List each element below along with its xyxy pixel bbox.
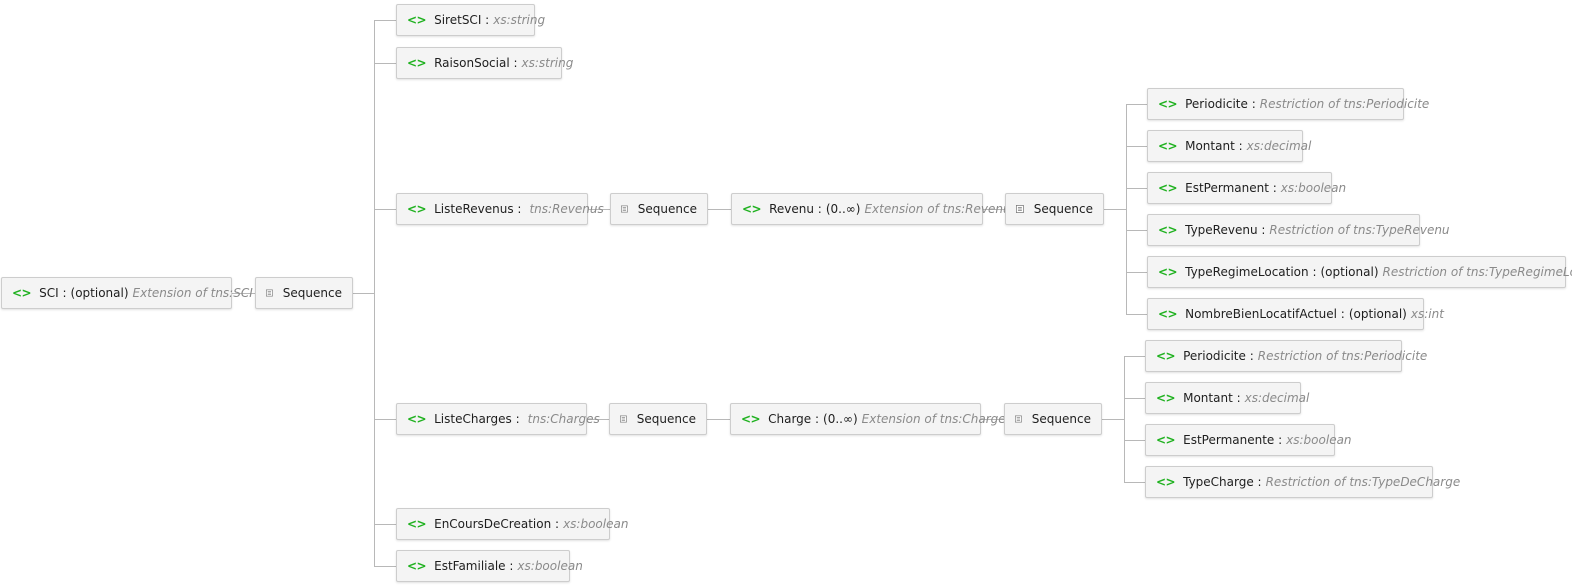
- sequence-label: Sequence: [636, 412, 696, 426]
- element-name: NombreBienLocatifActuel :: [1185, 307, 1345, 321]
- element-type: Extension of tns:SCI: [132, 286, 253, 300]
- sequence-icon: [266, 289, 273, 297]
- element-tag-icon: <>: [1158, 223, 1178, 237]
- element-nombrebienlocatifactuel[interactable]: <> NombreBienLocatifActuel : (optional) …: [1147, 298, 1444, 330]
- element-type: Restriction of tns:Periodicite: [1257, 349, 1428, 363]
- sequence-charge[interactable]: Sequence: [1004, 403, 1102, 435]
- element-periodicite[interactable]: <> Periodicite : Restriction of tns:Peri…: [1147, 88, 1429, 120]
- element-type: Restriction of tns:TypeRevenu: [1269, 223, 1450, 237]
- element-raisonsocial[interactable]: <> RaisonSocial : xs:string: [396, 47, 573, 79]
- sequence-revenus[interactable]: Sequence: [610, 193, 708, 225]
- element-montant[interactable]: <> Montant : xs:decimal: [1147, 130, 1311, 162]
- element-type: xs:boolean: [563, 517, 629, 531]
- element-tag-icon: <>: [1158, 265, 1178, 279]
- element-type: Restriction of tns:TypeDeCharge: [1265, 475, 1461, 489]
- element-type: Extension of tns:Charge: [861, 412, 1006, 426]
- sequence-icon: [1016, 205, 1024, 213]
- element-tag-icon: <>: [407, 202, 427, 216]
- element-name: EstPermanente :: [1183, 433, 1283, 447]
- element-listecharges[interactable]: <> ListeCharges : tns:Charges: [396, 403, 600, 435]
- element-encoursdecreation[interactable]: <> EnCoursDeCreation : xs:boolean: [396, 508, 628, 540]
- element-name: ListeCharges :: [434, 412, 520, 426]
- element-typeregimelocation[interactable]: <> TypeRegimeLocation : (optional) Restr…: [1147, 256, 1572, 288]
- sequence-icon: [621, 205, 628, 213]
- element-type: Extension of tns:Revenu: [864, 202, 1011, 216]
- element-cardinality: (0..∞): [823, 412, 858, 426]
- element-name: ListeRevenus :: [434, 202, 522, 216]
- element-tag-icon: <>: [1156, 391, 1176, 405]
- element-tag-icon: <>: [1156, 433, 1176, 447]
- element-type: xs:boolean: [1280, 181, 1347, 195]
- element-type: xs:string: [493, 13, 546, 27]
- element-tag-icon: <>: [741, 412, 761, 426]
- element-tag-icon: <>: [12, 286, 32, 300]
- sequence-icon: [1015, 415, 1022, 423]
- element-charge[interactable]: <> Charge : (0..∞) Extension of tns:Char…: [730, 403, 1006, 435]
- element-tag-icon: <>: [1158, 97, 1178, 111]
- element-name: EstFamiliale :: [434, 559, 514, 573]
- element-tag-icon: <>: [407, 559, 427, 573]
- element-montant-charge[interactable]: <> Montant : xs:decimal: [1145, 382, 1309, 414]
- element-name: TypeCharge :: [1183, 475, 1262, 489]
- sequence-label: Sequence: [637, 202, 697, 216]
- element-tag-icon: <>: [1158, 181, 1178, 195]
- element-name: RaisonSocial :: [434, 56, 518, 70]
- element-tag-icon: <>: [407, 13, 427, 27]
- element-type: xs:int: [1410, 307, 1444, 321]
- element-name: Charge :: [768, 412, 820, 426]
- element-tag-icon: <>: [407, 56, 427, 70]
- element-name: TypeRegimeLocation :: [1185, 265, 1317, 279]
- element-name: Montant :: [1183, 391, 1241, 405]
- element-revenu[interactable]: <> Revenu : (0..∞) Extension of tns:Reve…: [731, 193, 1011, 225]
- element-type: xs:boolean: [1286, 433, 1352, 447]
- element-name: Periodicite :: [1183, 349, 1254, 363]
- element-type: tns:Charges: [527, 412, 600, 426]
- element-tag-icon: <>: [1158, 307, 1178, 321]
- sequence-label: Sequence: [1033, 202, 1093, 216]
- element-siretsci[interactable]: <> SiretSCI : xs:string: [396, 4, 545, 36]
- element-sci[interactable]: <> SCI : (optional) Extension of tns:SCI: [1, 277, 253, 309]
- element-type: xs:decimal: [1244, 391, 1310, 405]
- sequence-label: Sequence: [1031, 412, 1091, 426]
- element-type: Restriction of tns:Periodicite: [1259, 97, 1430, 111]
- sequence-sci[interactable]: Sequence: [255, 277, 353, 309]
- element-tag-icon: <>: [1158, 139, 1178, 153]
- element-estfamiliale[interactable]: <> EstFamiliale : xs:boolean: [396, 550, 583, 582]
- element-type: tns:Revenus: [529, 202, 604, 216]
- element-tag-icon: <>: [407, 517, 427, 531]
- element-type: xs:boolean: [517, 559, 583, 573]
- element-estpermanente[interactable]: <> EstPermanente : xs:boolean: [1145, 424, 1352, 456]
- element-name: EstPermanent :: [1185, 181, 1277, 195]
- element-name: TypeRevenu :: [1185, 223, 1266, 237]
- sequence-icon: [620, 415, 627, 423]
- element-cardinality: (optional): [1320, 265, 1379, 279]
- element-cardinality: (optional): [1348, 307, 1407, 321]
- element-tag-icon: <>: [1156, 475, 1176, 489]
- element-tag-icon: <>: [742, 202, 762, 216]
- element-listerevenus[interactable]: <> ListeRevenus : tns:Revenus: [396, 193, 604, 225]
- element-name: Periodicite :: [1185, 97, 1256, 111]
- sequence-label: Sequence: [282, 286, 342, 300]
- sequence-revenu[interactable]: Sequence: [1005, 193, 1104, 225]
- sequence-charges[interactable]: Sequence: [609, 403, 707, 435]
- element-periodicite-charge[interactable]: <> Periodicite : Restriction of tns:Peri…: [1145, 340, 1427, 372]
- element-type: Restriction of tns:TypeRegimeLocation: [1382, 265, 1572, 279]
- element-name: SCI :: [39, 286, 67, 300]
- element-tag-icon: <>: [1156, 349, 1176, 363]
- element-type: xs:decimal: [1246, 139, 1312, 153]
- element-type: xs:string: [521, 56, 574, 70]
- element-typerevenu[interactable]: <> TypeRevenu : Restriction of tns:TypeR…: [1147, 214, 1450, 246]
- element-typecharge[interactable]: <> TypeCharge : Restriction of tns:TypeD…: [1145, 466, 1460, 498]
- element-name: SiretSCI :: [434, 13, 490, 27]
- element-cardinality: (0..∞): [825, 202, 861, 216]
- element-tag-icon: <>: [407, 412, 427, 426]
- element-name: Montant :: [1185, 139, 1243, 153]
- element-estpermanent[interactable]: <> EstPermanent : xs:boolean: [1147, 172, 1346, 204]
- element-name: EnCoursDeCreation :: [434, 517, 560, 531]
- element-name: Revenu :: [769, 202, 822, 216]
- element-cardinality: (optional): [70, 286, 129, 300]
